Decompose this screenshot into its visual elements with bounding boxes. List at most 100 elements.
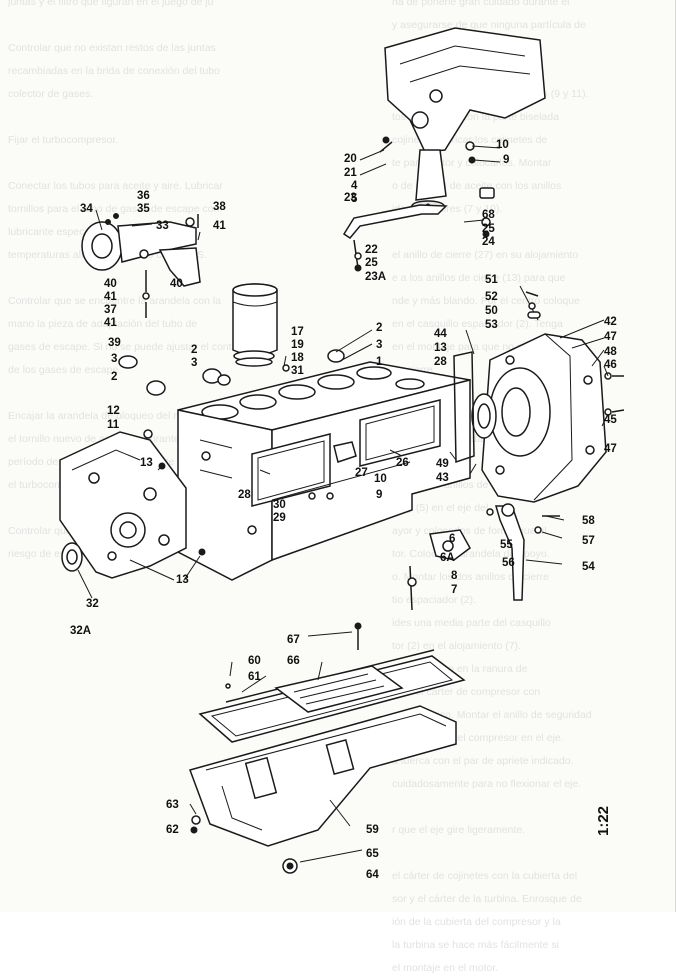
callout-25b: 25 (482, 223, 495, 235)
callout-43: 43 (436, 472, 449, 484)
callout-68: 68 (482, 209, 495, 221)
callout-13b: 13 (434, 342, 447, 354)
callout-65: 65 (366, 848, 379, 860)
callout-3c: 3 (376, 339, 382, 351)
left-small-parts (118, 349, 345, 556)
callout-50: 50 (485, 305, 498, 317)
callout-30: 30 (273, 499, 286, 511)
callout-3b: 3 (191, 357, 197, 369)
oil-baffle-plate (274, 665, 404, 713)
callout-7: 7 (451, 584, 457, 596)
callout-21: 21 (344, 167, 357, 179)
callout-59: 59 (366, 824, 379, 836)
callout-52: 52 (485, 291, 498, 303)
callout-41c: 41 (104, 317, 117, 329)
callout-1: 1 (376, 356, 383, 368)
callout-3a: 3 (111, 353, 117, 365)
callout-5: 5 (351, 193, 358, 205)
callout-54: 54 (582, 561, 595, 573)
callout-9b: 9 (376, 489, 382, 501)
callout-32: 32 (86, 598, 99, 610)
callout-13c: 13 (176, 574, 189, 586)
flywheel-fasteners (519, 285, 625, 416)
callout-32a: 32A (70, 625, 91, 637)
inlet-studs (142, 214, 199, 318)
oil-pump-pipe (486, 503, 560, 601)
callout-36: 36 (137, 190, 150, 202)
oil-pan-bolt (354, 622, 362, 650)
callout-60: 60 (248, 655, 261, 667)
callout-47a: 47 (604, 331, 617, 343)
callout-51: 51 (485, 274, 498, 286)
callout-56: 56 (502, 557, 515, 569)
cylinder-block (177, 361, 471, 581)
callout-37: 37 (104, 304, 117, 316)
manual-page: juntas y el filtro que figuran en el jue… (8, 0, 676, 974)
engine-exploded-diagram: 34 36 35 33 38 41 40 41 37 41 39 40 3 2 … (59, 27, 625, 881)
callout-29: 29 (273, 512, 286, 524)
callout-49: 49 (436, 458, 449, 470)
callout-10b: 10 (374, 473, 387, 485)
callout-57: 57 (582, 535, 595, 547)
callout-31: 31 (291, 365, 304, 377)
callout-46: 46 (604, 359, 617, 371)
callout-6a: 6A (440, 552, 455, 564)
callout-4: 4 (351, 180, 358, 192)
flywheel-housing-gasket (453, 351, 475, 464)
callout-28a: 28 (434, 356, 447, 368)
page-number: 1:22 (595, 806, 612, 836)
callout-66: 66 (287, 655, 300, 667)
leader-lines (77, 145, 609, 863)
callout-17: 17 (291, 326, 304, 338)
callout-27: 27 (355, 467, 368, 479)
callout-33: 33 (156, 220, 169, 232)
callout-39: 39 (108, 337, 121, 349)
callout-34: 34 (80, 203, 93, 215)
callout-40b: 40 (170, 278, 183, 290)
flywheel-housing (471, 333, 607, 503)
callout-22: 22 (365, 244, 378, 256)
callout-41b: 41 (104, 291, 117, 303)
callout-26: 26 (396, 457, 409, 469)
callout-2a: 2 (111, 371, 117, 383)
callout-10a: 10 (496, 139, 509, 151)
callout-25a: 25 (365, 257, 378, 269)
callout-24: 24 (482, 236, 495, 248)
callout-19: 19 (291, 339, 304, 351)
callout-23-visible: 23 (344, 192, 357, 204)
callout-45: 45 (604, 414, 617, 426)
callout-42: 42 (604, 316, 617, 328)
callout-41a: 41 (213, 220, 226, 232)
callout-8: 8 (451, 570, 458, 582)
callout-64: 64 (366, 869, 379, 881)
callout-12: 12 (107, 405, 120, 417)
callout-labels: 34 36 35 33 38 41 40 41 37 41 39 40 3 2 … (70, 139, 617, 881)
timing-gear-housing (59, 431, 187, 579)
callout-55: 55 (500, 539, 513, 551)
small-fasteners-top (354, 136, 491, 272)
cylinder-liner (232, 283, 278, 367)
callout-48: 48 (604, 346, 617, 358)
callout-35: 35 (137, 203, 150, 215)
callout-6: 6 (449, 533, 455, 545)
callout-20: 20 (344, 153, 357, 165)
callout-58: 58 (582, 515, 595, 527)
callout-23a: 23A (365, 271, 386, 283)
pipe-bracket (342, 187, 495, 269)
upper-cylinder-head-part (384, 27, 546, 212)
callout-63: 63 (166, 799, 179, 811)
callout-47b: 47 (604, 443, 617, 455)
callout-9a: 9 (503, 154, 509, 166)
callout-44: 44 (434, 328, 447, 340)
callout-62: 62 (166, 824, 179, 836)
callout-67: 67 (287, 634, 300, 646)
callout-2b: 2 (191, 344, 197, 356)
callout-53: 53 (485, 319, 498, 331)
callout-11: 11 (107, 419, 120, 431)
callout-18: 18 (291, 352, 304, 364)
callout-40a: 40 (104, 278, 117, 290)
callout-61: 61 (248, 671, 261, 683)
inlet-housing (81, 213, 201, 287)
callout-38: 38 (213, 201, 226, 213)
oil-suction-bracket (407, 529, 471, 611)
